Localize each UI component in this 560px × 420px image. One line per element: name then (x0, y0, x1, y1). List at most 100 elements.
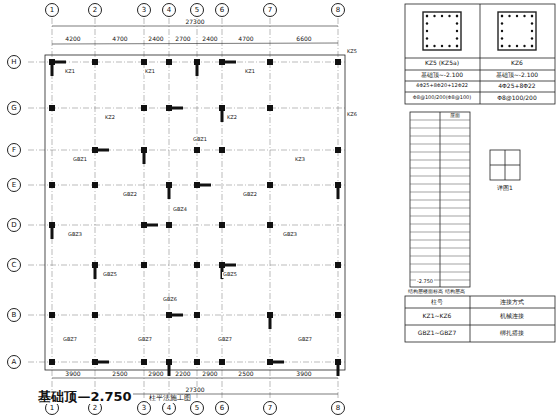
drawing-label: KZ1 (144, 69, 156, 75)
axis-label: 5 (195, 7, 199, 14)
drawing-label: 机械连接 (499, 313, 525, 320)
axis-label: 1 (50, 405, 54, 412)
axis-bubble: B (7, 308, 21, 322)
axis-label: A (12, 359, 17, 366)
drawing-label: Φ8@100/200 (496, 95, 537, 102)
drawing-label: 柱平法施工图 (148, 395, 192, 403)
axis-label: E (12, 182, 16, 189)
axis-bubble: H (7, 55, 21, 69)
axis-label: 3 (142, 405, 146, 412)
drawing-label: Φ8@100/200(Φ8@100) (412, 95, 472, 101)
axis-bubble: 7 (263, 401, 277, 415)
drawing-label: GBZ7 (297, 337, 313, 343)
drawing-label: GBZ2 (122, 192, 138, 198)
axis-bubble: 1 (45, 3, 59, 17)
axis-bubble: 8 (331, 401, 345, 415)
axis-bubble: G (7, 101, 21, 115)
axis-bubble: 4 (162, 3, 176, 17)
drawing-label: 2400 (147, 36, 164, 43)
drawing-label: KZ1 (244, 69, 256, 75)
drawing-label: 柱号 (430, 299, 444, 306)
drawing-label: GBZ3 (67, 232, 83, 238)
drawing-label: 详图1 (496, 185, 514, 192)
axis-label: G (11, 105, 16, 112)
detail-section (490, 150, 520, 180)
axis-label: 7 (268, 7, 272, 14)
axis-bubble: C (7, 258, 21, 272)
drawing-label: KZ6 (510, 60, 524, 67)
drawing-label: 4700 (111, 36, 128, 43)
drawing-label: GBZ1 (192, 137, 208, 143)
axis-bubble: 4 (162, 401, 176, 415)
drawing-label: GBZ5 (222, 272, 238, 278)
column-section (498, 12, 536, 50)
axis-label: 2 (93, 7, 97, 14)
drawing-label: GBZ7 (217, 337, 233, 343)
axis-bubble: 7 (263, 3, 277, 17)
axis-bubble: E (7, 178, 21, 192)
axis-label: F (12, 147, 16, 154)
axis-label: 8 (336, 405, 340, 412)
axis-bubble: 2 (88, 3, 102, 17)
drawing-label: 2900 (147, 371, 164, 378)
drawing-label: KZ1~KZ6 (422, 313, 453, 320)
drawing-label: 4700 (237, 36, 254, 43)
axis-label: C (12, 262, 17, 269)
drawing-label: KZ6 (346, 112, 358, 118)
section-table (405, 4, 555, 104)
axis-label: 3 (142, 7, 146, 14)
drawing-label: KZ2 (104, 115, 116, 121)
axis-label: 1 (50, 7, 54, 14)
drawing-label: 3900 (295, 371, 312, 378)
column-section (423, 12, 461, 50)
drawing-label: 6600 (295, 36, 312, 43)
drawing-label: 2200 (174, 371, 191, 378)
drawing-label: KZ1 (64, 69, 76, 75)
drawing-label: 连接方式 (499, 299, 525, 306)
drawing-label: 4200 (64, 36, 81, 43)
drawing-label: GBZ6 (162, 297, 178, 303)
drawing-label: GBZ7 (62, 337, 78, 343)
drawing-label: 2500 (111, 371, 128, 378)
axis-bubble: 6 (215, 401, 229, 415)
axis-bubble: 5 (190, 401, 204, 415)
drawing-label: 4Φ25+8Φ20+12Φ22 (415, 83, 469, 89)
drawing-label: GBZ7 (137, 337, 153, 343)
axis-bubble: 3 (137, 3, 151, 17)
connection-table (405, 296, 555, 342)
drawing-label: 结构层楼面标高 (407, 289, 444, 295)
axis-bubble: 6 (215, 3, 229, 17)
axis-label: 4 (167, 405, 171, 412)
axis-bubble: D (7, 218, 21, 232)
drawing-label: 2500 (237, 371, 254, 378)
drawing-label: 基础顶~-2.100 (495, 72, 539, 79)
drawing-label: 绑扎搭接 (499, 330, 525, 337)
drawing-label: 27300 (184, 387, 205, 394)
drawing-label: 3900 (64, 371, 81, 378)
drawing-title: 基础顶—2.750 (37, 390, 132, 404)
axis-label: 8 (336, 7, 340, 14)
axis-bubble: 8 (331, 3, 345, 17)
floor-table (410, 112, 470, 287)
axis-bubble: 5 (190, 3, 204, 17)
axis-label: D (11, 222, 16, 229)
drawing-label: GBZ2 (242, 192, 258, 198)
drawing-label: 4Φ25+8Φ22 (497, 83, 536, 90)
drawing-label: KZ2 (226, 115, 238, 121)
drawing-label: 基础顶~-2.100 (420, 72, 464, 79)
axis-label: 4 (167, 7, 171, 14)
axis-label: 7 (268, 405, 272, 412)
drawing-label: KZ5 (KZ5a) (424, 60, 460, 67)
drawing-label: 2400 (201, 36, 218, 43)
axis-label: 6 (220, 405, 224, 412)
drawing-label: 27300 (184, 19, 205, 26)
axis-bubble: A (7, 355, 21, 369)
axis-bubble: 3 (137, 401, 151, 415)
drawing-label: 屋面 (449, 113, 461, 119)
drawing-label: GBZ3 (282, 232, 298, 238)
drawing-label: KZ5 (346, 49, 358, 55)
axis-label: 2 (93, 405, 97, 412)
drawing-label: 2700 (174, 36, 191, 43)
axis-label: 6 (220, 7, 224, 14)
